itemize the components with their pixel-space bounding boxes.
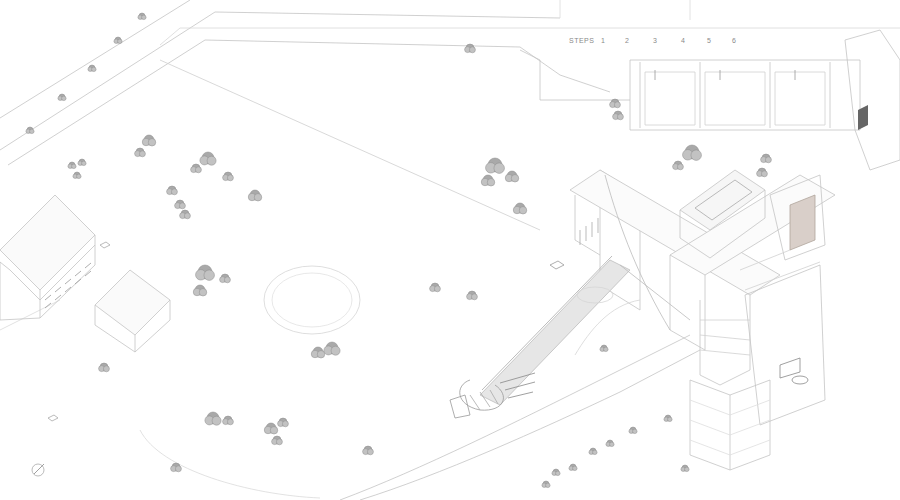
tree xyxy=(77,174,82,179)
tree xyxy=(171,189,177,195)
tree xyxy=(614,102,620,108)
tree xyxy=(494,163,505,174)
tree xyxy=(62,96,67,101)
tree xyxy=(179,203,185,209)
tree xyxy=(593,450,598,455)
tree xyxy=(765,157,771,163)
tree xyxy=(487,179,495,187)
tree xyxy=(254,194,262,202)
tree xyxy=(282,421,288,427)
tree xyxy=(276,439,282,445)
tree xyxy=(761,171,767,177)
step-number: 1 xyxy=(601,37,605,44)
tree xyxy=(270,427,278,435)
tree xyxy=(331,346,340,355)
tree xyxy=(677,164,683,170)
tree xyxy=(367,449,373,455)
tree xyxy=(519,207,527,215)
step-number: 4 xyxy=(681,37,685,44)
tree xyxy=(92,67,97,72)
steps-label: STEPS xyxy=(569,37,594,44)
tree xyxy=(72,164,77,169)
step-number: 5 xyxy=(707,37,711,44)
tree xyxy=(175,466,181,472)
tree xyxy=(184,213,190,219)
tree xyxy=(224,277,230,283)
tree xyxy=(227,175,233,181)
step-number: 3 xyxy=(653,37,657,44)
tree xyxy=(317,351,325,359)
tree xyxy=(142,15,147,20)
tree xyxy=(610,442,615,447)
tree xyxy=(668,417,673,422)
tree xyxy=(118,39,123,44)
tree xyxy=(195,167,201,173)
tree xyxy=(82,161,87,166)
tree xyxy=(199,289,207,297)
tree xyxy=(573,466,578,471)
tree xyxy=(556,471,561,476)
tree xyxy=(204,270,215,281)
tree xyxy=(207,156,216,165)
tree xyxy=(546,483,551,488)
tree xyxy=(227,419,233,425)
tree xyxy=(471,294,477,300)
tree xyxy=(148,139,156,147)
tree xyxy=(103,366,109,372)
tree xyxy=(469,47,475,53)
tree xyxy=(633,429,638,434)
tree xyxy=(604,347,609,352)
tree xyxy=(212,416,221,425)
tree xyxy=(511,175,519,183)
tree xyxy=(617,114,623,120)
step-number: 2 xyxy=(625,37,629,44)
step-number: 6 xyxy=(732,37,736,44)
tree xyxy=(691,150,702,161)
tree xyxy=(685,467,690,472)
tree xyxy=(139,151,145,157)
tree xyxy=(30,129,35,134)
tree xyxy=(434,286,440,292)
